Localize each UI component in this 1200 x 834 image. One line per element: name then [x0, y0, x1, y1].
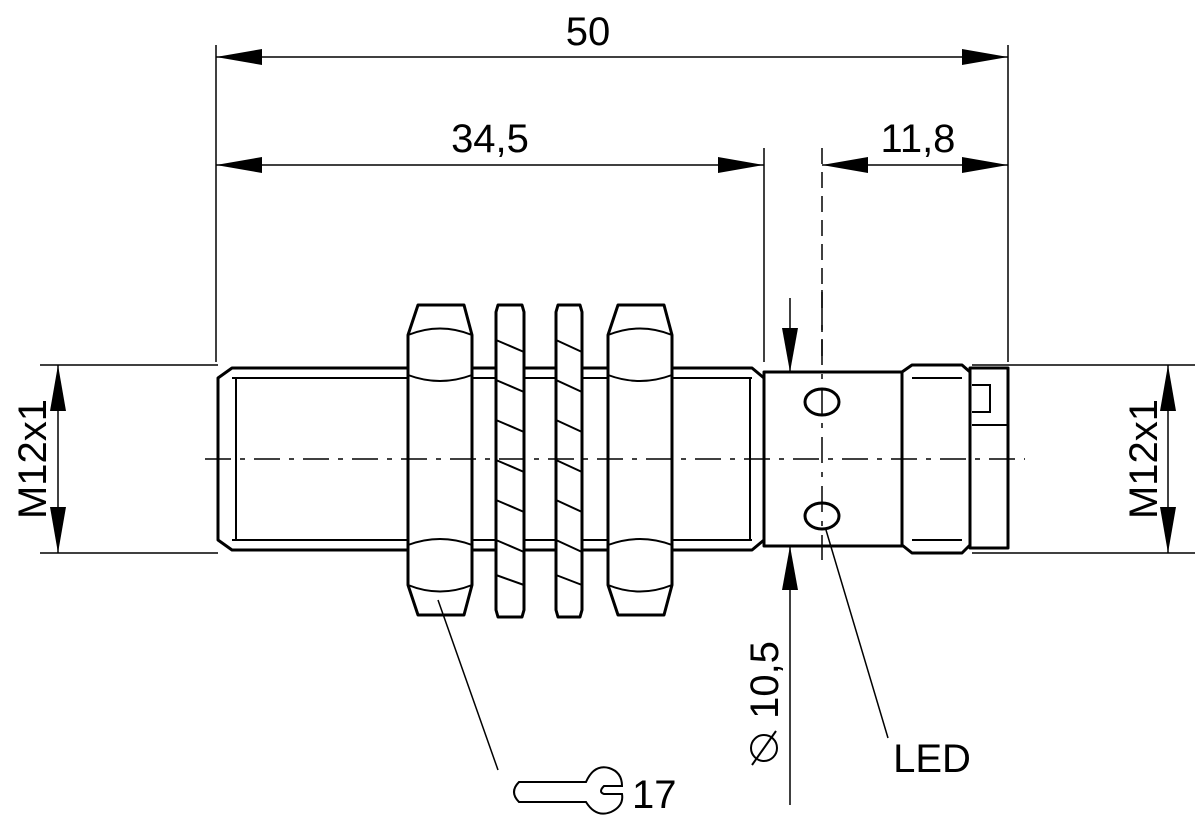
- thread-length-label: 34,5: [451, 117, 529, 161]
- led-callout: LED: [825, 529, 971, 781]
- thread-right-label: M12x1: [1122, 399, 1166, 519]
- lock-washer-2: [554, 303, 584, 619]
- dimension-thread-left: M12x1: [11, 364, 218, 554]
- end-length-label: 11,8: [881, 117, 956, 161]
- wrench-callout: 17: [437, 599, 677, 817]
- dimension-end-length: 11,8: [821, 117, 1008, 362]
- dimension-diameter: 10,5: [743, 298, 798, 805]
- hex-nut-left: [406, 303, 474, 617]
- dimension-thread-right: M12x1: [972, 364, 1195, 554]
- wrench-size-label: 17: [632, 773, 677, 817]
- dimension-overall-length: 50: [215, 10, 1009, 362]
- thread-left-label: M12x1: [11, 399, 55, 519]
- lock-washer-1: [494, 303, 526, 619]
- led-label: LED: [893, 737, 971, 781]
- diameter-label: 10,5: [743, 641, 787, 719]
- connector-end: [900, 363, 1010, 555]
- wrench-icon: [513, 766, 624, 815]
- overall-length-label: 50: [566, 10, 611, 54]
- hex-nut-right: [606, 303, 674, 617]
- led-housing: [762, 370, 906, 548]
- dimension-thread-length: 34,5: [216, 117, 765, 362]
- diameter-icon: [750, 730, 778, 766]
